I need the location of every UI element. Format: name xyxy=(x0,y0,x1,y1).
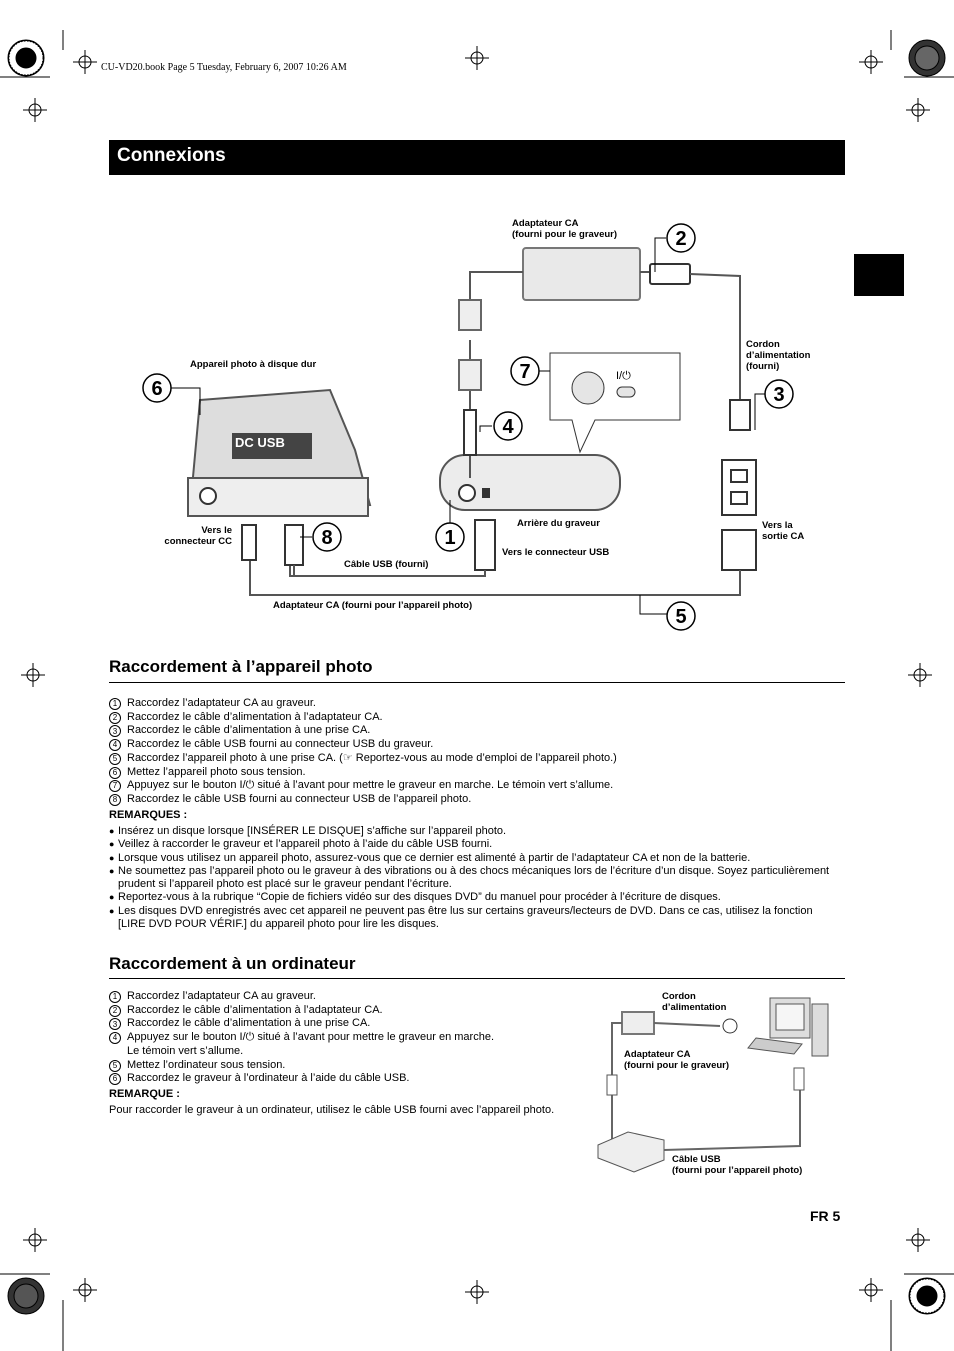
title-bar: Connexions xyxy=(109,140,845,175)
label-ac-adapter-burner: Adaptateur CA (fourni pour le graveur) xyxy=(512,218,618,240)
ac-adapter-burner xyxy=(522,247,641,301)
svg-text:4: 4 xyxy=(502,416,514,438)
section1-heading: Raccordement à l’appareil photo xyxy=(109,657,373,676)
page-number: FR 5 xyxy=(810,1208,841,1224)
svg-text:6: 6 xyxy=(151,378,162,400)
label-power-cord: Cordon d’alimentation (fourni) xyxy=(746,339,811,372)
note-item: ●Lorsque vous utilisez un appareil photo… xyxy=(109,851,751,864)
svg-text:1: 1 xyxy=(444,527,455,549)
note-item: ●Les disques DVD enregistrés avec cet ap… xyxy=(109,904,813,931)
notes-list: ●Insérez un disque lorsque [INSÉRER LE D… xyxy=(109,825,839,931)
side-tab xyxy=(854,254,904,296)
note-text: Pour raccorder le graveur à un ordinateu… xyxy=(109,1104,555,1116)
burner-small xyxy=(597,1131,665,1173)
note-heading: REMARQUE : xyxy=(109,1088,180,1100)
callout-3: 3 xyxy=(764,379,794,409)
callout-1: 1 xyxy=(435,522,465,552)
callout-4: 4 xyxy=(493,411,523,441)
svg-text:5: 5 xyxy=(675,606,686,628)
section1-rule xyxy=(109,682,845,683)
file-header: CU-VD20.book Page 5 Tuesday, February 6,… xyxy=(101,62,347,73)
label-to-usb: Vers le connecteur USB xyxy=(502,547,610,558)
label-cord: Cordon d’alimentation xyxy=(662,991,727,1013)
label-burner-back: Arrière du graveur xyxy=(517,518,600,529)
callout-2: 2 xyxy=(666,223,696,253)
callout-6: 6 xyxy=(142,373,172,403)
label-to-ac-outlet: Vers la sortie CA xyxy=(762,520,805,542)
svg-text:8: 8 xyxy=(321,527,332,549)
notes-heading: REMARQUES : xyxy=(109,809,188,821)
note-item: ●Insérez un disque lorsque [INSÉRER LE D… xyxy=(109,825,507,837)
dc-usb-label: DC USB xyxy=(235,435,285,450)
note-item: ●Ne soumettez pas l’appareil photo ou le… xyxy=(109,864,830,891)
label-usb: Câble USB (fourni pour l’appareil photo) xyxy=(672,1154,803,1176)
connection-diagram: 2 3 7 4 6 1 8 5 xyxy=(142,223,794,631)
ac-outlet xyxy=(721,459,757,516)
note-item: ●Veillez à raccorder le graveur et l’app… xyxy=(109,838,493,851)
callout-8: 8 xyxy=(312,522,342,552)
svg-text:7: 7 xyxy=(519,361,530,383)
callout-5: 5 xyxy=(666,601,696,631)
svg-text:2: 2 xyxy=(675,228,686,250)
label-usb-cable: Câble USB (fourni) xyxy=(344,559,429,570)
label-ac-adapter-camera: Adaptateur CA (fourni pour l’appareil ph… xyxy=(273,600,473,611)
note-item: ●Reportez-vous à la rubrique “Copie de f… xyxy=(109,891,721,904)
page-title: Connexions xyxy=(117,145,226,166)
label-camera: Appareil photo à disque dur xyxy=(190,359,317,370)
label-adapter: Adaptateur CA (fourni pour le graveur) xyxy=(624,1049,730,1071)
callout-7: 7 xyxy=(510,356,540,386)
power-switch-label: I/⏻ xyxy=(616,370,631,382)
section2-heading: Raccordement à un ordinateur xyxy=(109,954,356,973)
section2-rule xyxy=(109,978,845,979)
svg-text:3: 3 xyxy=(773,384,784,406)
label-to-dc: Vers le connecteur CC xyxy=(164,525,232,547)
computer-diagram xyxy=(597,997,829,1173)
